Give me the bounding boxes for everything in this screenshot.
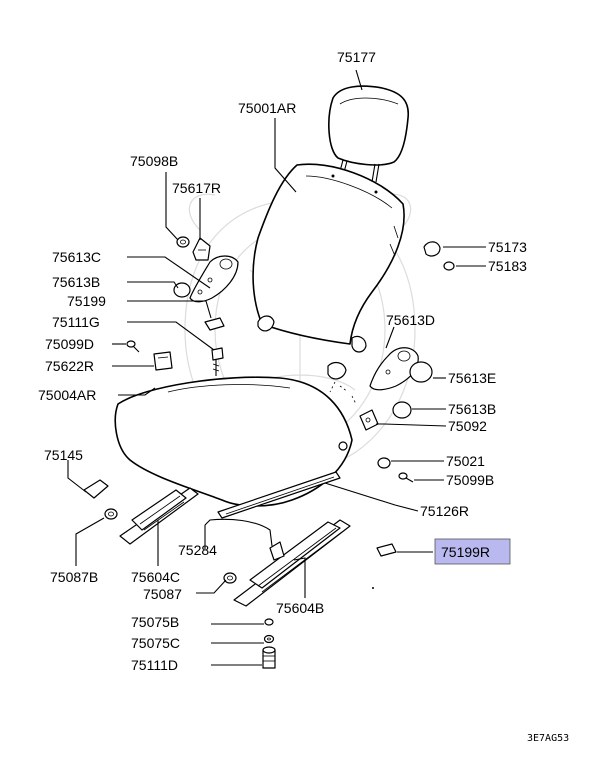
label-75622R[interactable]: 75622R [45, 358, 94, 374]
part-75199R[interactable] [376, 543, 397, 557]
part-75092[interactable] [359, 409, 379, 431]
label-75604C[interactable]: 75604C [131, 569, 180, 585]
part-75075B[interactable] [264, 618, 274, 626]
label-75099D[interactable]: 75099D [45, 336, 94, 352]
seat-back[interactable] [252, 163, 405, 380]
part-75617R[interactable] [192, 237, 211, 261]
part-75284[interactable] [204, 518, 273, 547]
label-75075B[interactable]: 75075B [131, 614, 179, 630]
label-75087[interactable]: 75087 [143, 586, 182, 602]
diagram-code: 3E7AG53 [527, 733, 569, 744]
part-75613B-left[interactable] [173, 282, 191, 298]
part-75111G[interactable] [211, 347, 224, 376]
leader-lines [67, 69, 486, 666]
label-75021[interactable]: 75021 [446, 453, 485, 469]
label-75126R[interactable]: 75126R [420, 503, 469, 519]
part-75613C[interactable] [189, 255, 239, 303]
part-75075C[interactable] [263, 634, 275, 644]
part-labels: 75177 75001AR 75098B 75617R 75613C 75613… [38, 49, 569, 744]
label-75111D[interactable]: 75111D [131, 657, 178, 673]
part-75111D[interactable] [262, 646, 276, 669]
part-75199[interactable] [204, 317, 225, 331]
part-75145[interactable] [83, 479, 109, 499]
part-75126R[interactable] [217, 471, 341, 519]
label-75613B-right[interactable]: 75613B [448, 401, 496, 417]
label-75613D[interactable]: 75613D [386, 312, 435, 328]
part-75173[interactable] [423, 241, 441, 257]
label-75004AR[interactable]: 75004AR [38, 387, 96, 403]
label-75613C[interactable]: 75613C [52, 249, 101, 265]
label-75111G[interactable]: 75111G [52, 314, 100, 330]
part-75087B[interactable] [104, 508, 118, 520]
part-75099D[interactable] [126, 340, 140, 353]
label-75604B[interactable]: 75604B [276, 600, 324, 616]
label-75177[interactable]: 75177 [337, 49, 376, 65]
label-75145[interactable]: 75145 [44, 447, 83, 463]
part-75622R[interactable] [153, 351, 173, 371]
label-75613B-left[interactable]: 75613B [52, 274, 100, 290]
part-75098B[interactable] [176, 236, 190, 248]
part-75613D[interactable] [369, 347, 419, 391]
label-75098B[interactable]: 75098B [130, 153, 178, 169]
highlight-box-75199R [434, 538, 511, 565]
label-75087B[interactable]: 75087B [50, 569, 98, 585]
seat-cushion[interactable] [114, 376, 353, 507]
label-75183[interactable]: 75183 [488, 258, 527, 274]
part-75613E[interactable] [409, 361, 433, 383]
part-75021[interactable] [377, 457, 391, 469]
part-75099B[interactable] [398, 472, 414, 483]
label-75092[interactable]: 75092 [448, 418, 487, 434]
label-75199[interactable]: 75199 [67, 293, 106, 309]
part-75613B-right[interactable] [392, 401, 412, 419]
label-75617R[interactable]: 75617R [172, 180, 221, 196]
part-75183[interactable] [443, 261, 455, 271]
label-75613E[interactable]: 75613E [448, 370, 496, 386]
label-75199R[interactable]: 75199R [441, 544, 490, 560]
label-75075C[interactable]: 75075C [131, 635, 180, 651]
label-75173[interactable]: 75173 [488, 239, 527, 255]
alignment-hints [329, 381, 374, 589]
part-75087[interactable] [223, 572, 237, 584]
part-75604C[interactable] [119, 487, 199, 545]
headrest[interactable] [328, 85, 409, 183]
label-75099B[interactable]: 75099B [446, 472, 494, 488]
part-75604B[interactable] [233, 519, 351, 607]
label-75284[interactable]: 75284 [178, 542, 217, 558]
label-75001AR[interactable]: 75001AR [238, 100, 296, 116]
